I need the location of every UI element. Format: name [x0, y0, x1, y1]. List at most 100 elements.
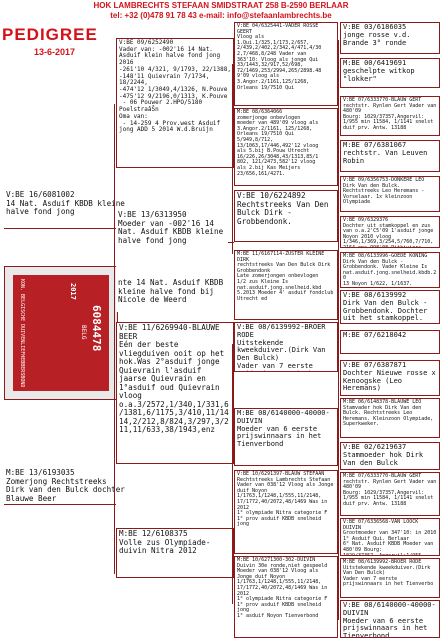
ggp-9-text: Rechtstreeks Lambrechts Stefaan Vader va… — [237, 476, 334, 528]
gggp-box-12: V:BE 02/6219637 Stammoeder hok Dirk Van … — [340, 442, 440, 470]
ring-card: KON. BELGISCHE DUIVENLIEFHEBBERSBOND 201… — [4, 266, 118, 400]
father-note-box: nte 14 Nat. Asduif KBDB kleine halve fon… — [116, 278, 228, 312]
gggp-2-text: geschelpte witkop "lokker" — [343, 66, 419, 83]
gggp-15-ring: M:BE 08/6139992-BROER RODE — [343, 559, 422, 565]
gggp-5-ring: V:BE 09/6356753-DONKERE LEO — [343, 177, 425, 183]
top-left-text: Vader van: -002'16 14 Nat. Asduif klein … — [119, 45, 231, 134]
ggp-box-3: V:BE 08/6139992-BROER RODE Uitstekende k… — [234, 322, 338, 372]
ggp-9-ring: V:BE 10/6291397-BLAUW STEFAAN — [237, 471, 325, 477]
ggp-box-5: V:BE 10/6291397-BLAUW STEFAAN Rechtstree… — [234, 470, 338, 554]
mother-text: Zomerjong Rechtstreeks Dirk van den Bulc… — [6, 476, 130, 503]
gggp-15-text: Uitstekende kweekduiver.(Dirk Van Den Bu… — [343, 564, 434, 588]
mother-ring: M:BE 13/6193035 — [6, 468, 75, 477]
ring-card-number: 6084478 — [90, 305, 103, 352]
ring-card-org: KON. BELGISCHE DUIVENLIEFHEBBERSBOND — [19, 279, 25, 388]
gm-pat-text: rechtstreeks Van Den Bulck Dirk Grobbend… — [237, 262, 334, 302]
gf-pat-ring: V:BE 10/6224892 — [237, 191, 306, 200]
gggp-12-ring: V:BE 02/6219637 — [343, 443, 407, 451]
ring-card-country: BELG — [80, 325, 87, 340]
connector — [114, 104, 115, 574]
father-note-text: nte 14 Nat. Asduif KBDB kleine halve fon… — [118, 278, 228, 304]
ggp-7-text: Uitstekende kweekduiver.(Dirk Van Den Bu… — [237, 338, 326, 371]
gggp-box-5: V:BE 09/6356753-DONKERE LEO Dirk Van den… — [340, 176, 440, 212]
gggp-8-ring: V:BE 08/6139992 — [343, 291, 407, 299]
gggp-14-ring: V:BE 07/6336568-VAN LOOCK DUIVIN — [343, 519, 422, 531]
connector — [232, 64, 233, 254]
gggp-4-ring: M:BE 07/6381067 — [343, 141, 407, 149]
gggp-12-text: Stammoeder hok Dirk Van den Bulck — [343, 450, 428, 467]
gggp-4-text: rechtstr. Van Leuven Robin — [343, 148, 432, 165]
ring-card-year: 2017 — [69, 283, 77, 300]
ggp-10-ring: M:BE 10/6271300-302-DUIVIN — [237, 557, 316, 563]
ggp-7-ring: V:BE 08/6139992-BROER RODE — [237, 323, 330, 339]
gggp-box-8: V:BE 08/6139992 Dirk Van den Bulck - Gro… — [340, 290, 440, 324]
gggp-box-2: M:BE 00/6419691 geschelpte witkop "lokke… — [340, 58, 440, 88]
gggp-7-text: Dirk Van den Bulck - Grobbendonk. Vader … — [343, 258, 437, 287]
gggp-1-ring: V:BE 03/6186035 — [343, 23, 407, 31]
mother-box: M:BE 13/6193035 Zomerjong Rechtstreeks D… — [4, 468, 130, 504]
father-ring: V:BE 13/6313950 — [118, 210, 187, 219]
grandfather-paternal: V:BE 10/6224892 Rechtstreeks Van Den Bul… — [234, 190, 338, 242]
grandfather-maternal: V:BE 11/6269940-BLAUWE BEER Eén der best… — [116, 322, 234, 464]
header-contact: tel: +32 (0)478 91 78 43 e-mail: info@st… — [110, 11, 332, 20]
gggp-box-11: M:BE 06/6148378-BLAUWE LEO Stamvader hok… — [340, 398, 440, 438]
gggp-box-7: M:BE 08/6133996-GOEDE KONING Dirk Van de… — [340, 252, 440, 288]
ggp-10-text: Duivin 30e ronde,niet gespeeld Moeder va… — [237, 562, 328, 619]
ggp-box-2: M:BE 08/6364066 zomerjonge onbevlogen mo… — [234, 108, 338, 186]
gggp-6-text: Dochter uit stamkoppel en zus van o.a.2'… — [343, 222, 434, 248]
top-left-box: V:BE 09/6252490 Vader van: -002'16 14 Na… — [116, 38, 234, 168]
page-title: PEDIGREE — [2, 25, 98, 44]
gggp-box-6: V:BE 09/6329376 Dochter uit stamkoppel e… — [340, 216, 440, 248]
father-text: Moeder van -002'16 14 Nat. Asduif KBDB k… — [118, 218, 228, 245]
ggp-2-ring: M:BE 08/6364066 — [237, 109, 283, 115]
father-box: V:BE 13/6313950 Moeder van -002'16 14 Na… — [116, 210, 228, 278]
subject-ring: V:BE 16/6081002 — [6, 190, 75, 199]
gggp-13-ring: M:BE 07/6333770-BLAUW GERT — [343, 473, 422, 479]
ggp-box-6: M:BE 10/6271300-302-DUIVIN Duivin 30e ro… — [234, 556, 338, 638]
gggp-11-ring: M:BE 06/6148378-BLAUWE LEO — [343, 399, 422, 405]
ggp-box-1: V:BE 04/6325441-VADER ROSSE GEERT Vloog … — [234, 22, 338, 106]
header-address: HOK LAMBRECHTS STEFAAN SMIDSTRAAT 258 B-… — [93, 1, 349, 10]
gggp-box-1: V:BE 03/6186035 jonge rosse v.d. Brande … — [340, 22, 440, 54]
ggp-2-text: zomerjonge onbevlogen moeder van 489'09 … — [237, 114, 319, 177]
gf-mat-text: Eén der beste vliegduiven ooit op het ho… — [119, 340, 229, 434]
connector — [4, 228, 116, 229]
gggp-7-ring: M:BE 08/6133996-GOEDE KONING — [343, 253, 428, 259]
ggp-1-ring: V:BE 04/6325441-VADER ROSSE GEERT — [237, 23, 322, 35]
gggp-box-10: V:BE 07/6387871 Dochter Nieuwe rosse x K… — [340, 360, 440, 396]
ggp-8-text: Moeder van 6 eerste prijswinnaars in het… — [237, 424, 326, 449]
grandmother-maternal: M:BE 12/6108375 Volle zus Olympiade-duiv… — [116, 528, 234, 578]
gggp-6-ring: V:BE 09/6329376 — [343, 217, 389, 223]
top-left-ring: V:BE 09/6252490 — [119, 39, 174, 46]
gggp-10-ring: V:BE 07/6387871 — [343, 361, 407, 369]
connector — [228, 242, 234, 243]
gggp-16-ring: V:BE 08/6140000-40000-DUIVIN — [343, 601, 436, 617]
gggp-14-text: Grootmoeder van 347'10: in 2010 1° Asdui… — [343, 530, 437, 556]
gm-pat-ring: M:BE 11/6167114-ZUSTER KLEINE DIRK — [237, 251, 328, 263]
gf-pat-text: Rechtstreeks Van Den Bulck Dirk - Grobbe… — [237, 199, 334, 226]
gggp-3-ring: V:BE 07/6333770-BLAUW GERT — [343, 97, 422, 103]
gggp-1-text: jonge rosse v.d. Brande 3° ronde — [343, 30, 415, 47]
gggp-11-text: Stamvader hok Dirk Van den Bulck. Rechts… — [343, 404, 437, 428]
gf-mat-ring: V:BE 11/6269940-BLAUWE BEER — [119, 323, 225, 341]
gm-mat-text: Volle zus Olympiade-duivin Nitra 2012 — [119, 537, 211, 555]
gggp-3-text: rechtstr. Rynlen Gert Vader van 480'09 B… — [343, 102, 437, 131]
gggp-box-14: V:BE 07/6336568-VAN LOOCK DUIVIN Grootmo… — [340, 518, 440, 556]
ggp-1-text: Vloog als 1.Qui.1/325,1/173,2/657, 2/439… — [237, 34, 322, 91]
gggp-box-4: M:BE 07/6381067 rechtstr. Van Leuven Rob… — [340, 140, 440, 172]
grandmother-paternal: M:BE 11/6167114-ZUSTER KLEINE DIRK recht… — [234, 250, 338, 320]
gggp-5-text: Dirk Van den Bulck. Rechtstreeks Leo Her… — [343, 182, 428, 206]
ggp-box-4: M:BE 08/6140000-40000-DUIVIN Moeder van … — [234, 408, 338, 466]
ring-card-face: KON. BELGISCHE DUIVENLIEFHEBBERSBOND 201… — [13, 275, 109, 391]
connector — [338, 40, 339, 620]
gggp-10-text: Dochter Nieuwe rosse x Kenoogske (Leo He… — [343, 368, 440, 393]
gggp-box-9: M:BE 07/6218042 — [340, 330, 440, 354]
gggp-9-ring: M:BE 07/6218042 — [343, 331, 407, 339]
gggp-box-15: M:BE 08/6139992-BROER RODE Uitstekende k… — [340, 558, 440, 598]
gm-mat-ring: M:BE 12/6108375 — [119, 529, 188, 538]
header: HOK LAMBRECHTS STEFAAN SMIDSTRAAT 258 B-… — [0, 0, 442, 22]
ggp-8-ring: M:BE 08/6140000-40000-DUIVIN — [237, 409, 330, 425]
subject-text: 14 Nat. Asduif KBDB kleine halve fond jo… — [6, 198, 130, 216]
pedigree-date: 13-6-2017 — [34, 47, 76, 57]
gggp-2-ring: M:BE 00/6419691 — [343, 59, 407, 67]
